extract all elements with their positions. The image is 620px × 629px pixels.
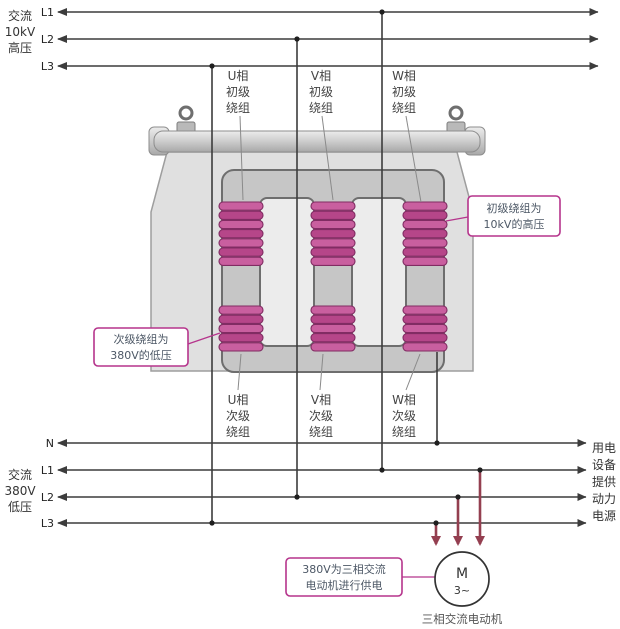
callout-motor-supply: 380V为三相交流 电动机进行供电	[285, 557, 436, 597]
bottom-bus-side-label: 交流 380V 低压	[4, 467, 36, 514]
callout-text-row: 380V为三相交流	[302, 562, 386, 576]
primary-winding-labels: U相 初级 绕组 V相 初级 绕组 W相 初级 绕组	[226, 69, 416, 115]
winding-label-row: W相	[392, 393, 416, 407]
secondary-coil-w	[402, 305, 448, 352]
bottom-line-label-l2: L2	[41, 491, 54, 504]
callout-primary-voltage: 初级绕组为 10kV的高压	[445, 195, 561, 237]
bottom-bus	[57, 439, 587, 527]
top-line-label-l3: L3	[41, 60, 54, 73]
callout-box	[285, 557, 403, 597]
core-window-left	[259, 197, 315, 347]
bottom-side-row: 交流	[8, 467, 32, 482]
winding-label-row: 绕组	[392, 425, 416, 439]
callout-leader	[187, 332, 221, 345]
lifting-lug-left-icon	[176, 105, 196, 134]
top-line-label-l1: L1	[41, 6, 54, 19]
phase-feed-lines	[211, 12, 438, 523]
callout-text-row: 380V的低压	[110, 348, 172, 362]
winding-label-row: 初级	[226, 85, 250, 99]
callout-secondary-voltage: 次级绕组为 380V的低压	[93, 327, 221, 367]
right-label-row: 提供	[592, 474, 616, 489]
motor-symbol: M 3~	[434, 551, 490, 607]
top-bus-side-label: 交流 10kV 高压	[5, 8, 36, 55]
label-u-secondary: U相 次级 绕组	[226, 393, 250, 439]
top-beam	[153, 130, 481, 153]
top-side-row: 10kV	[5, 25, 36, 39]
transformer	[148, 105, 486, 373]
winding-label-row: 绕组	[309, 425, 333, 439]
junction-dots	[209, 9, 483, 526]
winding-label-row: V相	[311, 69, 331, 83]
winding-label-row: 绕组	[392, 101, 416, 115]
callout-text-row: 初级绕组为	[487, 201, 542, 215]
winding-label-row: 初级	[309, 85, 333, 99]
right-label-row: 电源	[592, 509, 616, 523]
secondary-coils	[218, 305, 448, 352]
bottom-side-row: 低压	[8, 500, 32, 514]
label-v-secondary: V相 次级 绕组	[309, 393, 333, 439]
primary-coil-v	[310, 201, 356, 266]
callout-box	[93, 327, 189, 367]
bottom-side-row: 380V	[4, 484, 36, 498]
winding-label-row: 次级	[392, 409, 416, 423]
bottom-line-label-l1: L1	[41, 464, 54, 477]
bottom-bus-line-labels: N L1 L2 L3	[41, 437, 54, 530]
secondary-coil-u	[218, 305, 264, 352]
top-side-row: 交流	[8, 8, 32, 23]
primary-coil-w	[402, 201, 448, 266]
winding-label-row: 绕组	[309, 101, 333, 115]
winding-label-row: U相	[228, 393, 249, 407]
bottom-line-label-n: N	[46, 437, 54, 450]
primary-coils	[218, 201, 448, 266]
secondary-coil-v	[310, 305, 356, 352]
winding-label-row: 次级	[226, 409, 250, 423]
secondary-winding-labels: U相 次级 绕组 V相 次级 绕组 W相 次级 绕组	[226, 393, 416, 439]
motor-feed-arrows	[431, 470, 485, 546]
right-label-row: 动力	[592, 492, 616, 506]
callout-text-row: 10kV的高压	[484, 217, 545, 231]
top-bus	[57, 8, 599, 70]
top-bus-line-labels: L1 L2 L3	[41, 6, 54, 73]
winding-label-row: 绕组	[226, 101, 250, 115]
label-w-primary: W相 初级 绕组	[392, 69, 416, 115]
label-u-primary: U相 初级 绕组	[226, 69, 250, 115]
bottom-line-label-l3: L3	[41, 517, 54, 530]
winding-label-row: W相	[392, 69, 416, 83]
label-v-primary: V相 初级 绕组	[309, 69, 333, 115]
motor-letter: M	[456, 566, 468, 582]
winding-label-row: 绕组	[226, 425, 250, 439]
right-side-label: 用电 设备 提供 动力 电源	[592, 441, 616, 523]
motor-phase: 3~	[454, 584, 470, 597]
motor-circle	[434, 551, 490, 607]
callout-box	[467, 195, 561, 237]
top-line-label-l2: L2	[41, 33, 54, 46]
winding-label-row: 初级	[392, 85, 416, 99]
label-leaders	[237, 115, 422, 391]
top-side-row: 高压	[8, 40, 32, 55]
lifting-lug-right-icon	[446, 105, 466, 134]
right-label-row: 设备	[592, 458, 616, 472]
callout-leader	[445, 216, 469, 222]
winding-label-row: 次级	[309, 409, 333, 423]
right-label-row: 用电	[592, 441, 616, 455]
core-window-right	[351, 197, 407, 347]
callout-text-row: 次级绕组为	[114, 332, 169, 346]
winding-label-row: U相	[228, 69, 249, 83]
callout-text-row: 电动机进行供电	[306, 578, 383, 592]
primary-coil-u	[218, 201, 264, 266]
winding-label-row: V相	[311, 393, 331, 407]
iron-core	[221, 169, 445, 373]
label-w-secondary: W相 次级 绕组	[392, 393, 416, 439]
motor-caption: 三相交流电动机	[422, 612, 503, 626]
